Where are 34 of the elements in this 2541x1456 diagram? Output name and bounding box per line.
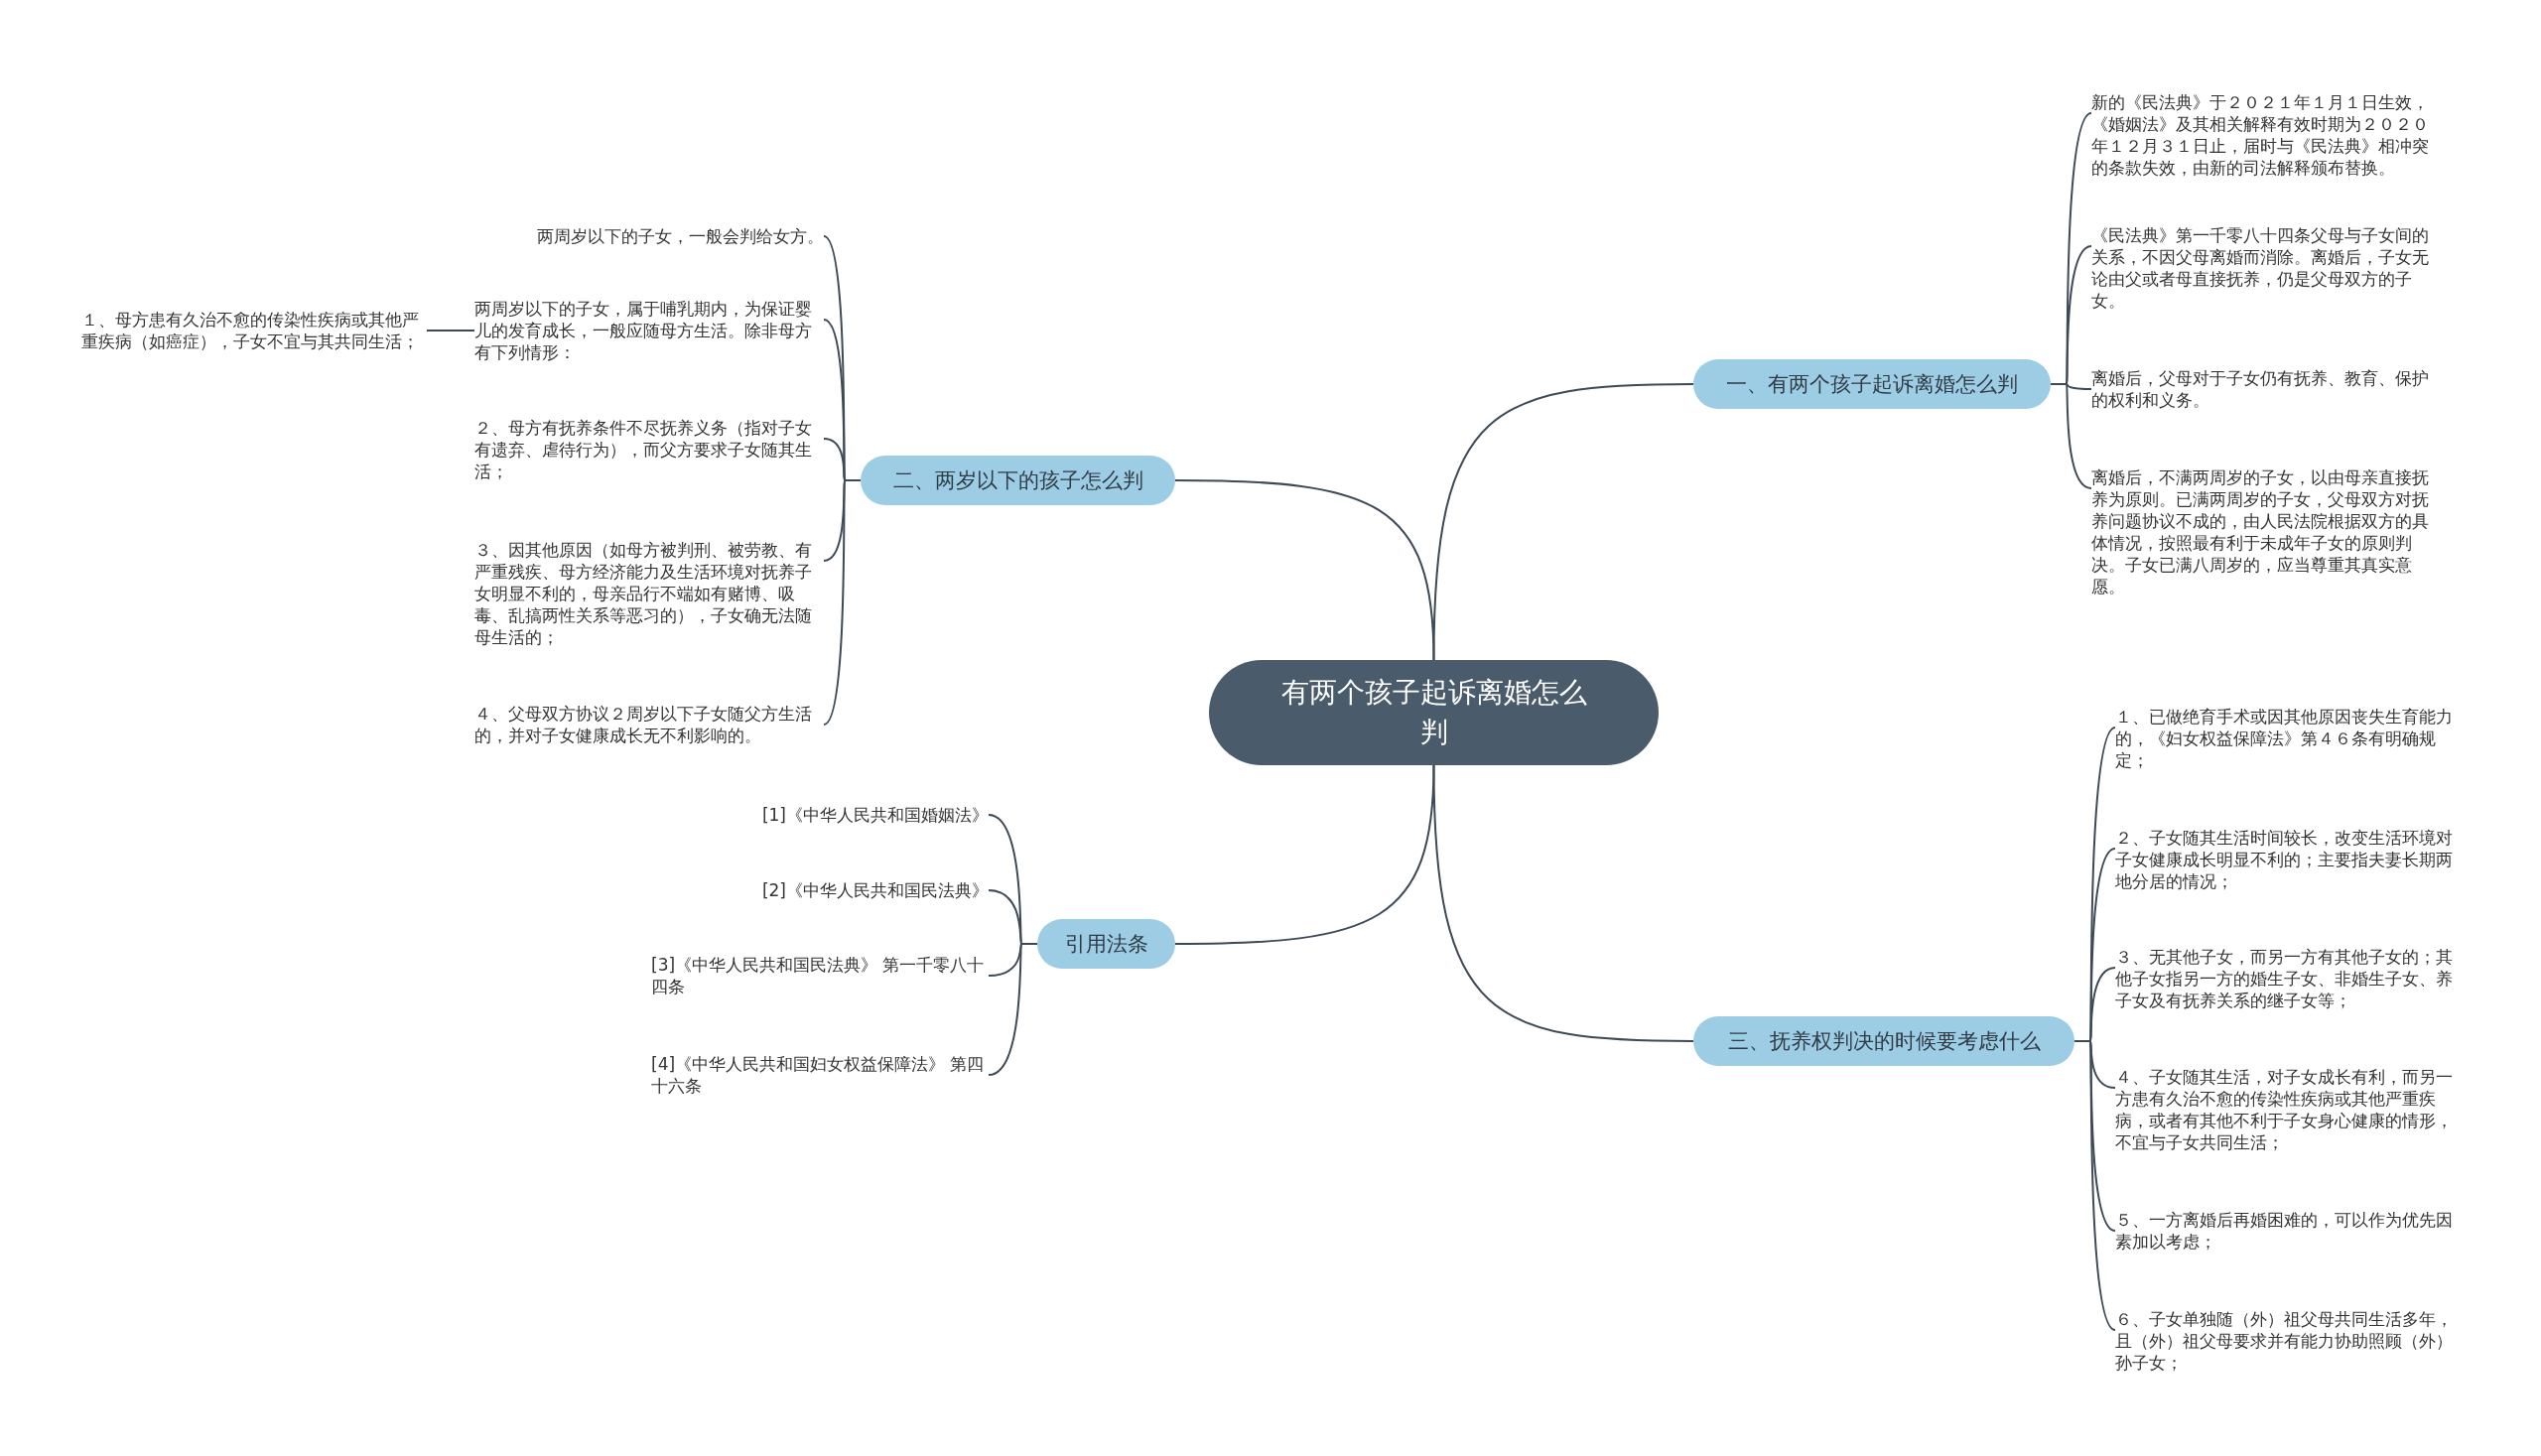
- branch-topic: 二、两岁以下的孩子怎么判: [861, 456, 1175, 505]
- connector-line: [988, 943, 1038, 1076]
- branch-topic: 三、抚养权判决的时候要考虑什么: [1693, 1016, 2074, 1066]
- central-topic: 有两个孩子起诉离婚怎么判: [1209, 660, 1659, 765]
- topic-text: [2]《中华人民共和国民法典》: [651, 879, 989, 901]
- topic-text: 离婚后，不满两周岁的子女，以由母亲直接抚养为原则。已满两周岁的子女，父母双方对抚养问题协议不成的，由人民法院根据双方的具体情况，按照最有利于未成年子女的原则判决。子女已满八周岁的，应当尊重其真实意愿。: [2091, 466, 2441, 597]
- topic-text: 《民法典》第一千零八十四条父母与子女间的关系，不因父母离婚而消除。离婚后，子女无论由父或者母直接抚养，仍是父母双方的子女。: [2091, 224, 2441, 312]
- topic-text: [4]《中华人民共和国妇女权益保障法》 第四十六条: [651, 1053, 989, 1097]
- branch-topic: 一、有两个孩子起诉离婚怎么判: [1693, 359, 2051, 409]
- connector-line: [426, 330, 475, 331]
- topic-text: 新的《民法典》于２０２１年１月１日生效，《婚姻法》及其相关解释有效时期为２０２０年１２月３１日止，届时与《民法典》相冲突的条款失效，由新的司法解释颁布替换。: [2091, 91, 2441, 179]
- connector-line: [1174, 479, 1435, 661]
- topic-text: １、已做绝育手术或因其他原因丧失生育能力的，《妇女权益保障法》第４６条有明确规定；: [2115, 706, 2463, 771]
- topic-text: 两周岁以下的子女，一般会判给女方。: [474, 225, 824, 247]
- topic-text: ４、子女随其生活，对子女成长有利，而另一方患有久治不愈的传染性疾病或其他严重疾病，或者有其他不利于子女身心健康的情形，不宜与子女共同生活；: [2115, 1066, 2463, 1153]
- branch-topic: 引用法条: [1037, 919, 1175, 969]
- topic-text: ３、无其他子女，而另一方有其他子女的；其他子女指另一方的婚生子女、非婚生子女、养子女及有抚养关系的继子女等；: [2115, 946, 2463, 1011]
- topic-text: １、母方患有久治不愈的传染性疾病或其他严重疾病（如癌症），子女不宜与其共同生活；: [81, 309, 427, 352]
- connector-line: [823, 479, 862, 726]
- topic-text: ５、一方离婚后再婚困难的，可以作为优先因素加以考虑；: [2115, 1209, 2463, 1253]
- topic-text: [1]《中华人民共和国婚姻法》: [651, 804, 989, 826]
- topic-text: ２、母方有抚养条件不尽抚养义务（指对子女有遗弃、虐待行为），而父方要求子女随其生活；: [474, 417, 824, 482]
- connector-line: [1174, 764, 1435, 945]
- topic-text: 两周岁以下的子女，属于哺乳期内，为保证婴儿的发育成长，一般应随母方生活。除非母方有下列情形：: [474, 298, 824, 363]
- connector-line: [2073, 1040, 2116, 1331]
- connector-line: [2050, 383, 2092, 489]
- connector-line: [1432, 764, 1694, 1042]
- connector-line: [1432, 383, 1694, 661]
- topic-text: [3]《中华人民共和国民法典》 第一千零八十四条: [651, 954, 989, 997]
- topic-text: 离婚后，父母对于子女仍有抚养、教育、保护的权利和义务。: [2091, 367, 2441, 411]
- topic-text: ３、因其他原因（如母方被判刑、被劳教、有严重残疾、母方经济能力及生活环境对抚养子女明显不利的，母亲品行不端如有赌博、吸毒、乱搞两性关系等恶习的），子女确无法随母生活的；: [474, 539, 824, 648]
- topic-text: ４、父母双方协议２周岁以下子女随父方生活的，并对子女健康成长无不利影响的。: [474, 703, 824, 746]
- topic-text: ２、子女随其生活时间较长，改变生活环境对子女健康成长明显不利的；主要指夫妻长期两地分居的情况；: [2115, 827, 2463, 892]
- topic-text: ６、子女单独随（外）祖父母共同生活多年，且（外）祖父母要求并有能力协助照顾（外）孙子女；: [2115, 1308, 2463, 1374]
